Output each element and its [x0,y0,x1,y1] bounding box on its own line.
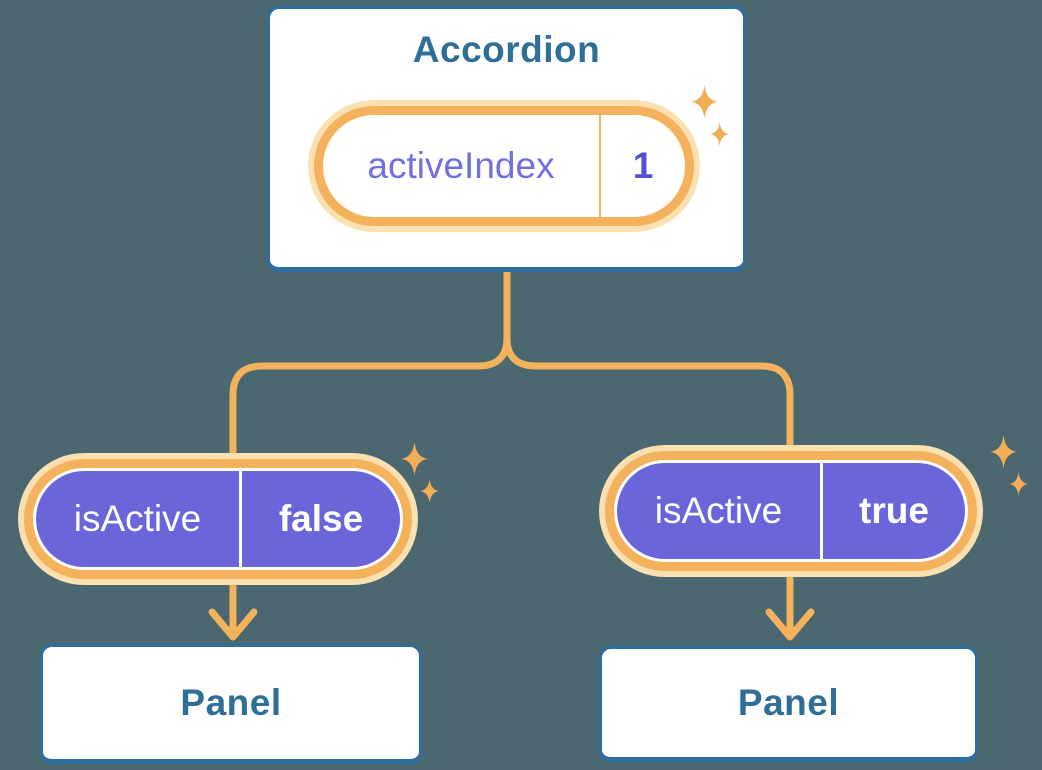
sparkle-small [420,479,440,503]
prop-pill-divider [239,471,242,567]
prop-name: isActive [654,490,783,531]
prop-pill-divider [820,463,823,559]
prop-name: isActive [73,498,202,539]
state-pill-border: activeIndex 1 [314,106,694,226]
prop-pill-left-gap: isActive false [33,468,403,570]
state-pill: activeIndex 1 [308,100,700,232]
prop-value: false [278,498,364,539]
prop-pill-right-border: isActive true [605,451,977,571]
sparkle-big [990,435,1017,469]
branch-line-right [503,266,794,448]
state-name: activeIndex [367,145,555,186]
prop-value: true [859,490,929,531]
sparkle-small [710,122,730,146]
branch-line-left [229,266,511,456]
prop-pill-left: isActive false [18,453,418,585]
prop-pill-left-body: isActive false [36,471,400,567]
panel-node-left: Panel [40,644,422,764]
state-pill-divider [599,115,601,217]
prop-pill-right: isActive true [599,445,983,577]
accordion-title: Accordion [412,29,601,70]
sparkle-icon [691,85,730,146]
panel-node-right: Panel [599,646,978,762]
panel-title: Panel [180,682,282,723]
sparkle-big [401,442,428,476]
state-value: 1 [632,145,654,186]
arrow-right-head [765,608,815,641]
sparkle-icon [401,442,440,503]
arrow-left-head [208,608,258,641]
panel-title: Panel [737,682,840,723]
prop-pill-left-border: isActive false [24,459,412,579]
sparkle-small [1009,472,1029,496]
prop-pill-right-gap: isActive true [614,460,968,562]
state-pill-body: activeIndex 1 [323,115,685,217]
prop-pill-right-body: isActive true [617,463,965,559]
sparkle-big [691,85,718,119]
sparkle-icon [990,435,1029,496]
